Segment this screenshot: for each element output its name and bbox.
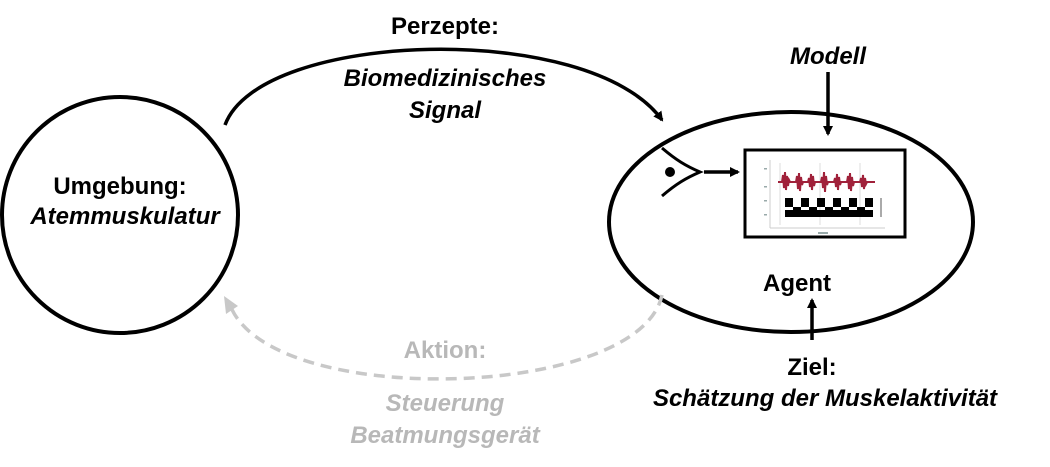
action-arrow-head — [224, 296, 238, 314]
eye-icon — [661, 146, 704, 198]
binary-pattern — [785, 198, 873, 217]
environment-circle — [0, 95, 240, 335]
percepts-title: Perzepte: — [390, 13, 500, 40]
percepts-line2: Signal — [408, 97, 481, 124]
percept-arrow — [223, 47, 664, 126]
action-title: Aktion: — [403, 337, 487, 364]
environment-subtitle: Atemmuskulatur — [30, 203, 220, 230]
action-arrow — [228, 294, 664, 381]
agent-label: Agent — [763, 270, 831, 297]
action-line2: Beatmungsgerät — [350, 422, 540, 449]
goal-text: Schätzung der Muskelaktivität — [652, 385, 998, 412]
signal-plot-thumbnail — [743, 148, 907, 239]
environment-title: Umgebung: — [53, 173, 187, 200]
signal-trace — [778, 171, 875, 193]
model-label: Modell — [790, 43, 866, 70]
agent-ellipse — [607, 110, 975, 334]
percepts-line1: Biomedizinisches — [343, 65, 547, 92]
action-line1: Steuerung — [385, 390, 505, 417]
goal-title: Ziel: — [787, 354, 837, 381]
